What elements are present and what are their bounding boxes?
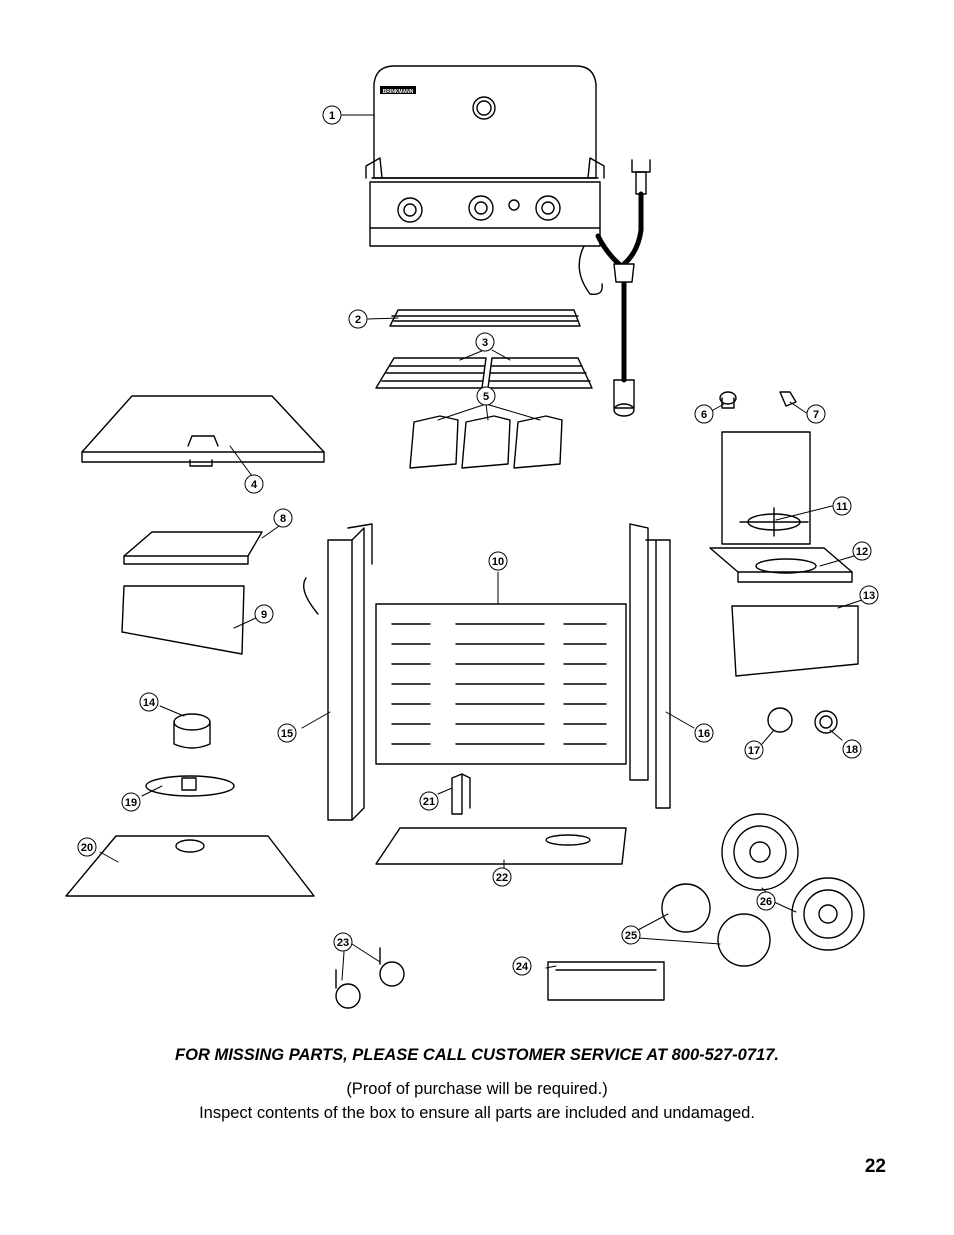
brand-label: BRINKMANN xyxy=(383,89,414,95)
callout-22: 22 xyxy=(492,867,512,887)
callouts: 1 2 3 4 5 6 7 8 9 10 11 12 13 14 15 16 1… xyxy=(77,105,879,976)
callout-16: 16 xyxy=(694,723,714,743)
callout-17: 17 xyxy=(744,740,764,760)
callout-25: 25 xyxy=(621,925,641,945)
callout-21: 21 xyxy=(419,791,439,811)
callout-9: 9 xyxy=(254,604,274,624)
page-number: 22 xyxy=(864,1156,886,1177)
svg-text:22: 22 xyxy=(496,872,508,884)
part-casters xyxy=(335,947,405,1009)
svg-text:19: 19 xyxy=(125,797,137,809)
callout-10: 10 xyxy=(488,551,508,571)
svg-text:3: 3 xyxy=(482,337,488,349)
callout-2: 2 xyxy=(348,309,368,329)
part-side-legs xyxy=(303,523,671,821)
part-side-burner xyxy=(709,431,859,677)
missing-parts-notice: FOR MISSING PARTS, PLEASE CALL CUSTOMER … xyxy=(175,1046,779,1064)
part-fittings xyxy=(719,391,797,409)
callout-20: 20 xyxy=(77,837,97,857)
proof-of-purchase-note: (Proof of purchase will be required.) xyxy=(346,1080,608,1098)
part-grease-tray xyxy=(81,395,325,467)
svg-text:15: 15 xyxy=(281,728,293,740)
callout-12: 12 xyxy=(852,541,872,561)
svg-text:24: 24 xyxy=(516,961,529,973)
callout-1: 1 xyxy=(322,105,342,125)
callout-14: 14 xyxy=(139,692,159,712)
callout-15: 15 xyxy=(277,723,297,743)
callout-24: 24 xyxy=(512,956,532,976)
svg-text:12: 12 xyxy=(856,546,868,558)
callout-19: 19 xyxy=(121,792,141,812)
svg-text:14: 14 xyxy=(143,697,156,709)
callout-18: 18 xyxy=(842,739,862,759)
callout-7: 7 xyxy=(806,404,826,424)
part-bracket xyxy=(547,961,665,1001)
part-wheels xyxy=(661,813,865,967)
callout-4: 4 xyxy=(244,474,264,494)
svg-text:18: 18 xyxy=(846,744,858,756)
svg-text:23: 23 xyxy=(337,937,349,949)
svg-text:7: 7 xyxy=(813,409,819,421)
callout-13: 13 xyxy=(859,585,879,605)
svg-text:21: 21 xyxy=(423,796,435,808)
svg-text:17: 17 xyxy=(748,745,760,757)
svg-text:11: 11 xyxy=(836,501,848,513)
callout-6: 6 xyxy=(694,404,714,424)
svg-text:16: 16 xyxy=(698,728,710,740)
part-cooking-grids xyxy=(375,357,593,389)
callout-5: 5 xyxy=(476,386,496,406)
part-control-knobs xyxy=(767,707,838,734)
exploded-parts-diagram: BRINKMANN xyxy=(65,65,879,1009)
part-grill-head: BRINKMANN xyxy=(365,65,605,295)
svg-text:4: 4 xyxy=(251,479,258,491)
part-regulator-hose xyxy=(595,159,651,417)
svg-text:5: 5 xyxy=(483,391,489,403)
part-bottom-shelf xyxy=(65,835,315,897)
part-heat-tents xyxy=(409,415,563,469)
part-base-plate xyxy=(375,773,627,865)
inspect-contents-note: Inspect contents of the box to ensure al… xyxy=(199,1104,755,1122)
svg-text:13: 13 xyxy=(863,590,875,602)
svg-text:1: 1 xyxy=(329,110,335,122)
part-side-shelf xyxy=(121,531,263,655)
part-front-panel xyxy=(375,603,627,765)
svg-text:26: 26 xyxy=(760,896,772,908)
callout-23: 23 xyxy=(333,932,353,952)
svg-text:9: 9 xyxy=(261,609,267,621)
part-warming-rack xyxy=(389,309,581,327)
svg-text:2: 2 xyxy=(355,314,361,326)
callout-8: 8 xyxy=(273,508,293,528)
part-knob-pieces xyxy=(145,713,235,797)
leader-lines xyxy=(99,114,863,981)
svg-text:6: 6 xyxy=(701,409,707,421)
svg-text:8: 8 xyxy=(280,513,286,525)
svg-text:20: 20 xyxy=(81,842,93,854)
svg-text:10: 10 xyxy=(492,556,504,568)
callout-26: 26 xyxy=(756,891,776,911)
callout-3: 3 xyxy=(475,332,495,352)
svg-text:25: 25 xyxy=(625,930,637,942)
callout-11: 11 xyxy=(832,496,852,516)
